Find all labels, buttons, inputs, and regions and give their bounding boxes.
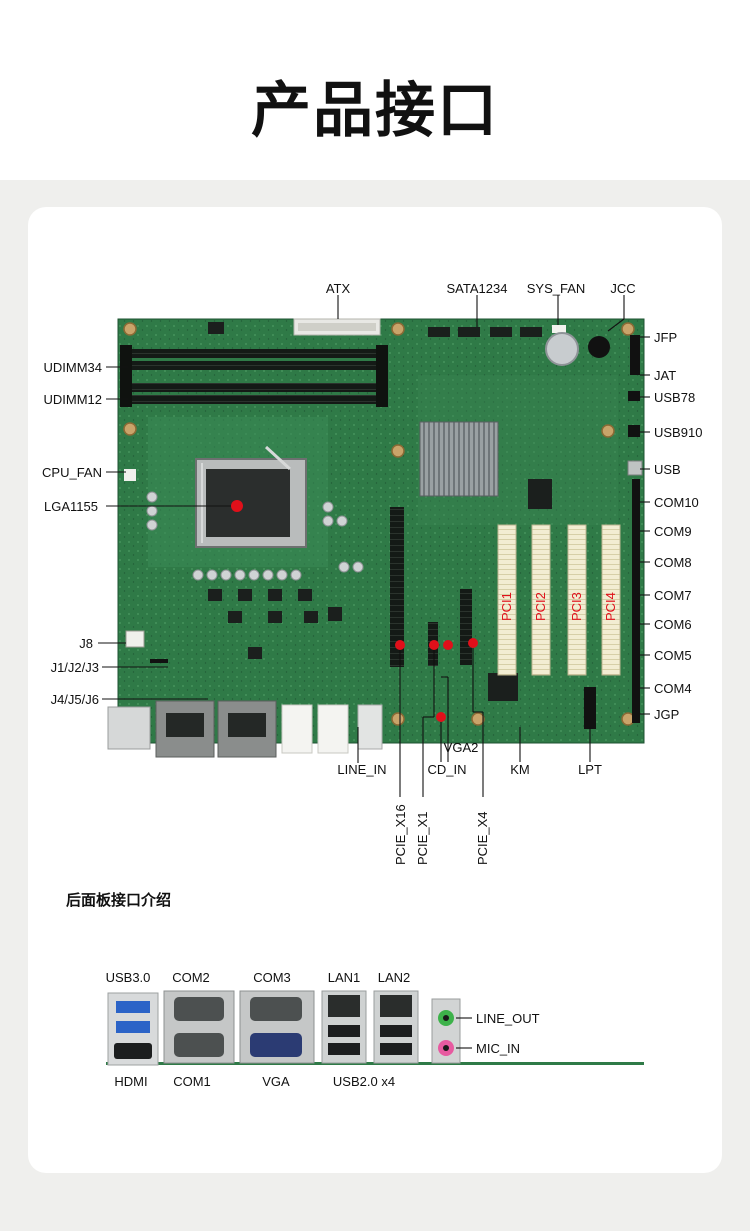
label-com1: COM1 bbox=[173, 1074, 211, 1089]
label-cpu-fan: CPU_FAN bbox=[42, 465, 102, 480]
label-lan1: LAN1 bbox=[328, 970, 361, 985]
label-pci1: PCI1 bbox=[499, 592, 514, 621]
pcie-x4-slot bbox=[460, 589, 472, 665]
label-usb78: USB78 bbox=[654, 390, 695, 405]
label-udimm12: UDIMM12 bbox=[43, 392, 102, 407]
label-km: KM bbox=[510, 762, 530, 777]
rear-panel-labels: USB3.0 COM2 COM3 LAN1 LAN2 LINE_OUT MIC_… bbox=[106, 970, 540, 1089]
pcie-x16-slot bbox=[390, 507, 404, 667]
page-title: 产品接口 bbox=[251, 76, 499, 146]
capacitor-icon bbox=[146, 491, 364, 581]
label-com6: COM6 bbox=[654, 617, 692, 632]
rear-panel-heading: 后面板接口介绍 bbox=[66, 891, 171, 909]
header: 产品接口 bbox=[0, 0, 750, 180]
label-j123: J1/J2/J3 bbox=[51, 660, 99, 675]
cpu-socket bbox=[195, 445, 307, 548]
label-usb20: USB2.0 x4 bbox=[333, 1074, 395, 1089]
coin-battery-icon bbox=[545, 332, 579, 366]
label-pcie-x16: PCIE_X16 bbox=[393, 804, 408, 865]
label-usb: USB bbox=[654, 462, 681, 477]
label-com8: COM8 bbox=[654, 555, 692, 570]
label-pci3: PCI3 bbox=[569, 592, 584, 621]
leader-lines bbox=[98, 295, 650, 797]
label-usb30: USB3.0 bbox=[106, 970, 151, 985]
cpu-fan-header bbox=[124, 469, 136, 481]
label-lpt: LPT bbox=[578, 762, 602, 777]
mounting-holes bbox=[123, 322, 635, 726]
label-jfp: JFP bbox=[654, 330, 677, 345]
label-pci2: PCI2 bbox=[533, 592, 548, 621]
content-card: ATX SATA1234 SYS_FAN JCC JFP JAT USB78 U… bbox=[28, 207, 722, 1173]
label-com5: COM5 bbox=[654, 648, 692, 663]
label-pci4: PCI4 bbox=[603, 592, 618, 621]
label-j456: J4/J5/J6 bbox=[51, 692, 99, 707]
label-com2: COM2 bbox=[172, 970, 210, 985]
label-line-in: LINE_IN bbox=[337, 762, 386, 777]
ram-slot-icon bbox=[120, 345, 388, 407]
label-vga2: VGA2 bbox=[444, 740, 479, 755]
label-com7: COM7 bbox=[654, 588, 692, 603]
label-com3: COM3 bbox=[253, 970, 291, 985]
label-vga: VGA bbox=[262, 1074, 290, 1089]
label-jcc: JCC bbox=[610, 281, 635, 296]
label-com9: COM9 bbox=[654, 524, 692, 539]
marker-dots bbox=[231, 500, 478, 722]
sata-connectors bbox=[428, 327, 542, 337]
rear-panel bbox=[106, 990, 644, 1066]
label-j8: J8 bbox=[79, 636, 93, 651]
pci-slots bbox=[497, 524, 621, 676]
label-com10: COM10 bbox=[654, 495, 699, 510]
label-mic-in: MIC_IN bbox=[476, 1041, 520, 1056]
label-sata: SATA1234 bbox=[447, 281, 508, 296]
board-rear-io bbox=[107, 700, 383, 758]
label-pcie-x1: PCIE_X1 bbox=[415, 812, 430, 865]
label-udimm34: UDIMM34 bbox=[43, 360, 102, 375]
label-com4: COM4 bbox=[654, 681, 692, 696]
motherboard-diagram: ATX SATA1234 SYS_FAN JCC JFP JAT USB78 U… bbox=[42, 281, 702, 1089]
label-hdmi: HDMI bbox=[114, 1074, 147, 1089]
label-pcie-x4: PCIE_X4 bbox=[475, 812, 490, 865]
board-labels: ATX SATA1234 SYS_FAN JCC JFP JAT USB78 U… bbox=[42, 281, 702, 865]
label-jgp: JGP bbox=[654, 707, 679, 722]
label-jat: JAT bbox=[654, 368, 676, 383]
label-lga: LGA1155 bbox=[44, 499, 98, 514]
label-atx: ATX bbox=[326, 281, 351, 296]
label-lan2: LAN2 bbox=[378, 970, 411, 985]
label-usb910: USB910 bbox=[654, 425, 702, 440]
sys-fan-header bbox=[552, 325, 566, 333]
motherboard bbox=[107, 318, 645, 758]
heatsink-icon bbox=[419, 421, 499, 497]
label-cd-in: CD_IN bbox=[427, 762, 466, 777]
label-sys-fan: SYS_FAN bbox=[527, 281, 586, 296]
label-line-out: LINE_OUT bbox=[476, 1011, 540, 1026]
